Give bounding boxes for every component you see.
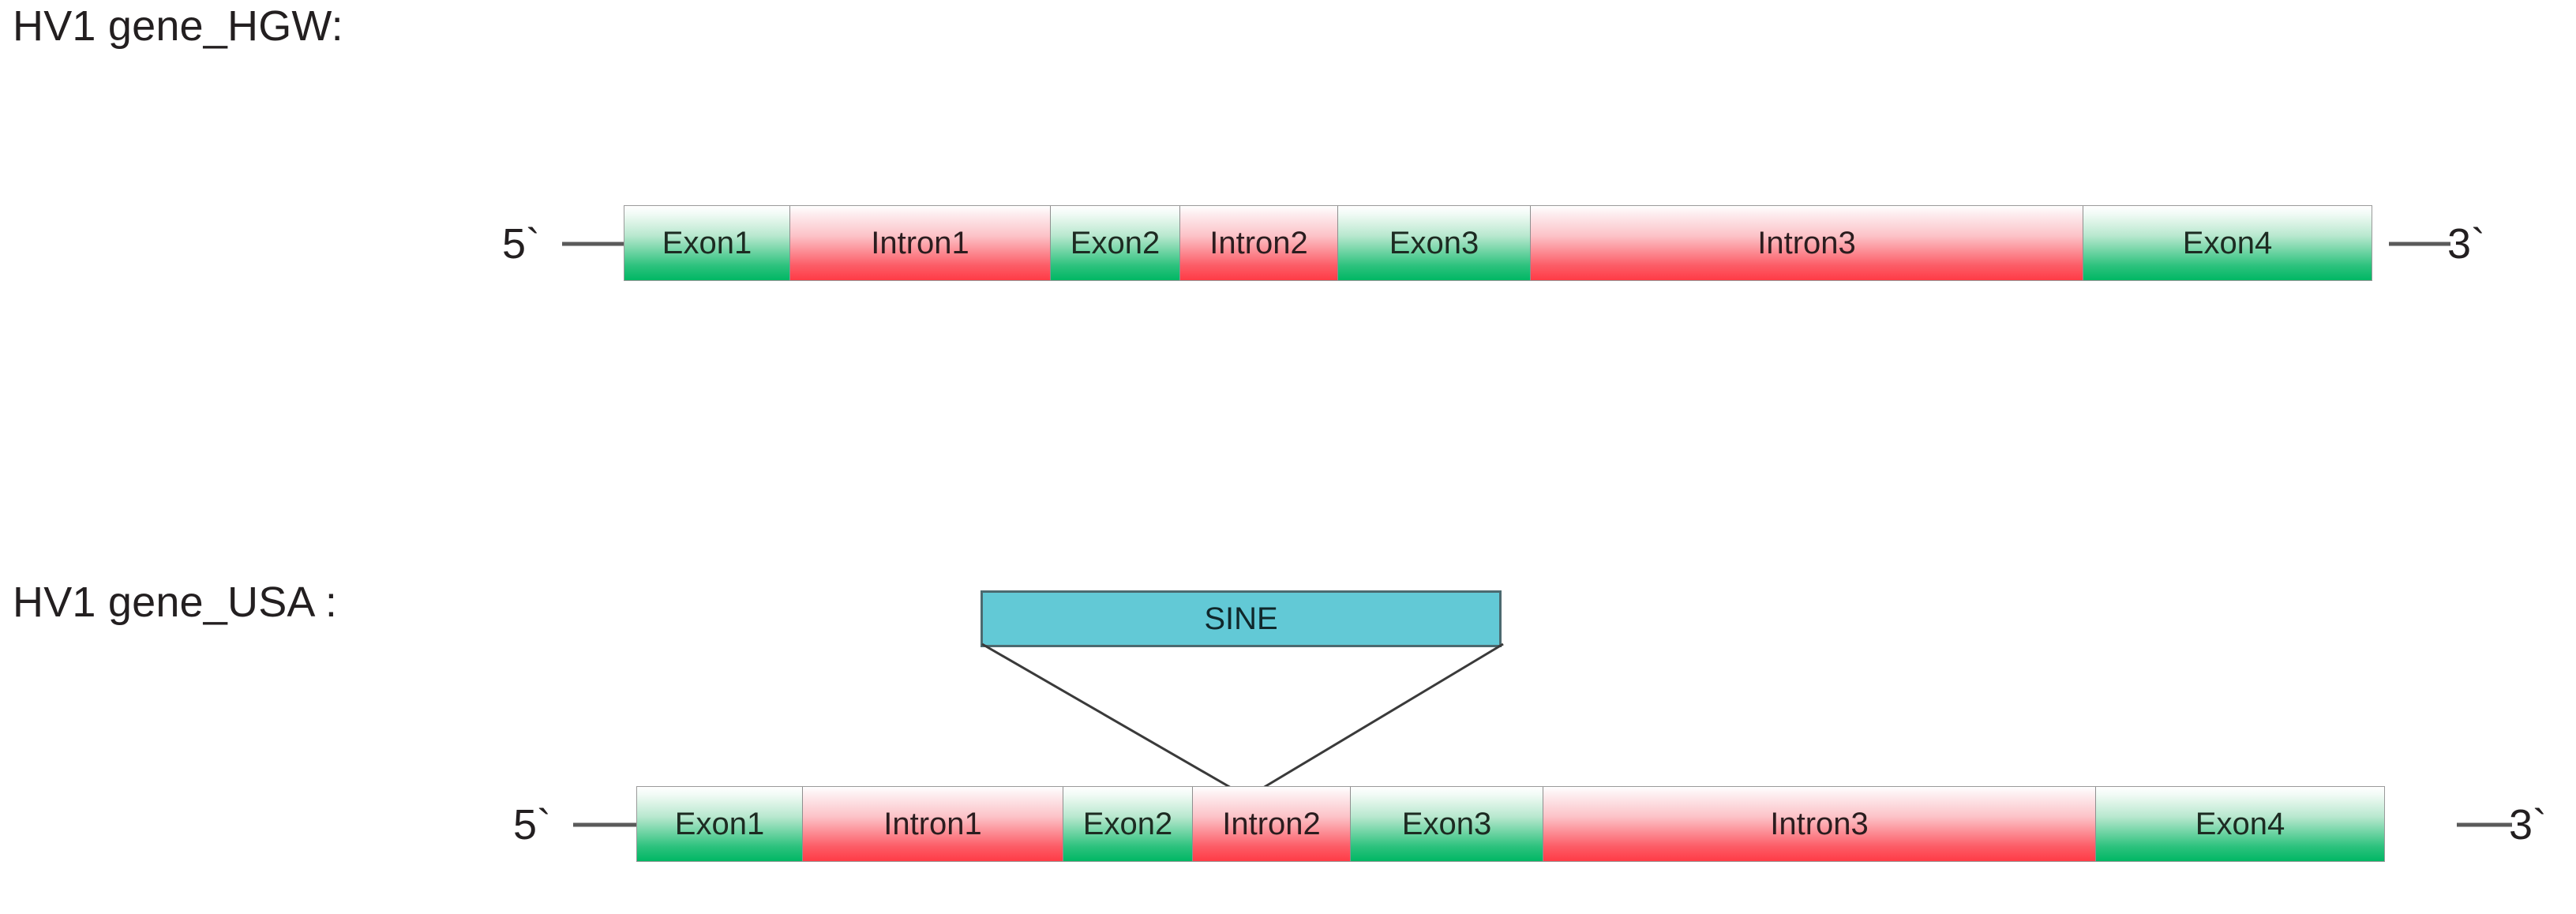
segment-label: Exon2 (1082, 807, 1173, 841)
sine-leader-lines (981, 642, 1504, 799)
five-prime-tick-usa (573, 822, 636, 827)
segment-exon1-hgw[interactable]: Exon1 (624, 206, 790, 280)
segment-label: Exon3 (1401, 807, 1492, 841)
segment-intron3-hgw[interactable]: Intron3 (1531, 206, 2083, 280)
three-prime-label-hgw: 3` (2447, 220, 2486, 268)
row-title-hgw: HV1 gene_HGW: (13, 2, 343, 50)
gene-bar-hgw: Exon1 Intron1 Exon2 Intron2 Exon3 Intron… (624, 205, 2372, 281)
three-prime-tick-hgw (2389, 242, 2450, 246)
gene-row-hgw: 5` Exon1 Intron1 Exon2 Intron2 Exon3 Int… (0, 205, 2576, 283)
segment-label: Exon1 (674, 807, 765, 841)
segment-intron1-hgw[interactable]: Intron1 (790, 206, 1051, 280)
three-prime-tick-usa (2457, 822, 2512, 827)
five-prime-tick-hgw (562, 242, 624, 246)
segment-intron3-usa[interactable]: Intron3 (1543, 787, 2096, 861)
segment-intron2-usa[interactable]: Intron2 (1193, 787, 1351, 861)
segment-exon3-hgw[interactable]: Exon3 (1338, 206, 1531, 280)
gene-row-usa: 5` Exon1 Intron1 Exon2 Intron2 Exon3 Int… (0, 786, 2576, 863)
segment-label: Intron3 (1757, 226, 1856, 260)
row-title-usa: HV1 gene_USA : (13, 579, 338, 626)
segment-intron1-usa[interactable]: Intron1 (803, 787, 1063, 861)
segment-intron2-hgw[interactable]: Intron2 (1180, 206, 1338, 280)
segment-label: Intron1 (883, 807, 982, 841)
gene-bar-usa: Exon1 Intron1 Exon2 Intron2 Exon3 Intron… (636, 786, 2385, 862)
segment-label: Exon4 (2195, 807, 2285, 841)
segment-exon4-hgw[interactable]: Exon4 (2083, 206, 2372, 280)
three-prime-label-usa: 3` (2509, 801, 2548, 848)
five-prime-label-hgw: 5` (502, 220, 541, 268)
segment-exon2-hgw[interactable]: Exon2 (1051, 206, 1180, 280)
segment-exon2-usa[interactable]: Exon2 (1063, 787, 1193, 861)
segment-label: Intron2 (1209, 226, 1308, 260)
segment-exon1-usa[interactable]: Exon1 (637, 787, 803, 861)
segment-label: Intron1 (871, 226, 969, 260)
five-prime-label-usa: 5` (513, 801, 552, 848)
segment-exon4-usa[interactable]: Exon4 (2096, 787, 2384, 861)
segment-label: Exon2 (1070, 226, 1161, 260)
sine-box[interactable]: SINE (981, 590, 1502, 647)
segment-label: Intron3 (1770, 807, 1869, 841)
segment-label: Intron2 (1222, 807, 1321, 841)
segment-label: Exon1 (662, 226, 752, 260)
segment-label: Exon4 (2182, 226, 2273, 260)
segment-exon3-usa[interactable]: Exon3 (1351, 787, 1543, 861)
sine-label: SINE (1204, 601, 1278, 636)
segment-label: Exon3 (1389, 226, 1479, 260)
